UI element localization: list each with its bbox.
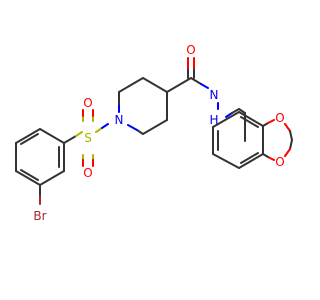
bond [238, 153, 264, 169]
bond [39, 170, 65, 186]
bond [127, 124, 138, 131]
atom-label-amide-nitrogen: N [210, 88, 219, 102]
bond [267, 119, 275, 124]
bond [200, 83, 209, 89]
bond [75, 131, 83, 137]
bond [289, 139, 293, 150]
bond [284, 123, 291, 132]
bond [136, 129, 144, 135]
bond-layer [15, 57, 293, 205]
bond [267, 156, 275, 161]
bond [225, 112, 233, 118]
bond [20, 169, 39, 181]
atom-label-sulfonyl-oxygen-top: O [83, 96, 92, 110]
bond [212, 153, 240, 169]
bond [118, 77, 144, 93]
bond [166, 77, 192, 93]
bond [238, 111, 264, 127]
atom-label-bromine: Br [33, 209, 46, 223]
atom-label-dioxole-oxygen-top: O [275, 111, 284, 125]
bond [212, 111, 240, 128]
atom-label-dioxole-oxygen-bottom: O [275, 155, 284, 169]
bond [262, 153, 269, 158]
bond [95, 127, 103, 133]
bond [238, 108, 246, 114]
bond [240, 116, 259, 128]
bond [101, 123, 109, 129]
bond [15, 128, 41, 144]
bond [142, 119, 168, 135]
bond [240, 152, 259, 164]
bond [39, 128, 65, 144]
bond [284, 148, 291, 157]
atom-label-carbonyl-oxygen: O [186, 43, 195, 57]
bond [20, 133, 39, 145]
atom-label-sulfonyl-oxygen-bottom: O [83, 166, 92, 180]
molecule-structure: Br S O O N O N H O O [15, 43, 293, 223]
atom-label-sulfur: S [84, 131, 92, 145]
bond [190, 77, 202, 85]
atom-label-piperidine-nitrogen: N [115, 113, 124, 127]
bond [231, 108, 240, 114]
atom-label-layer: Br S O O N O N H O O [33, 43, 284, 223]
bond [63, 135, 77, 144]
bond [15, 170, 41, 186]
bond [142, 77, 168, 93]
bond [289, 130, 293, 141]
atom-label-amide-hydrogen: H [209, 113, 218, 127]
